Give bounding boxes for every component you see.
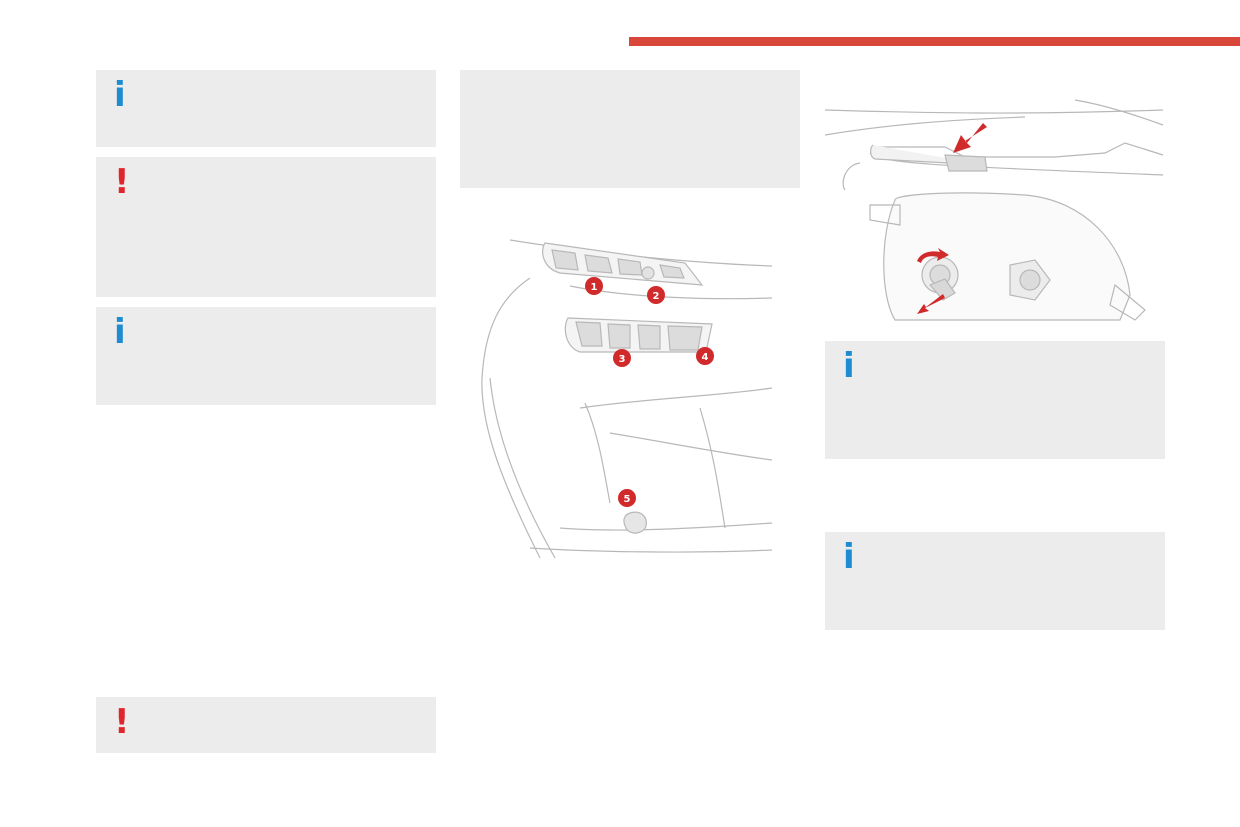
warning-note-2: ! bbox=[96, 697, 436, 753]
info-icon: i bbox=[114, 75, 126, 115]
callout-4: 4 bbox=[696, 347, 714, 365]
warning-icon: ! bbox=[114, 162, 130, 202]
callout-5-label: 5 bbox=[624, 494, 631, 505]
header-accent-bar bbox=[629, 37, 1240, 46]
callout-1: 1 bbox=[585, 277, 603, 295]
callout-3: 3 bbox=[613, 349, 631, 367]
warning-note-1: ! bbox=[96, 157, 436, 297]
callout-3-label: 3 bbox=[619, 354, 626, 365]
info-icon: i bbox=[843, 537, 855, 577]
info-note-2: i bbox=[96, 307, 436, 405]
info-note-4: i bbox=[825, 532, 1165, 630]
info-icon: i bbox=[843, 346, 855, 386]
bulb-replacement-illustration bbox=[825, 99, 1164, 321]
callout-2: 2 bbox=[647, 286, 665, 304]
info-icon: i bbox=[114, 312, 126, 352]
callout-1-label: 1 bbox=[591, 282, 598, 293]
info-note-3: i bbox=[825, 341, 1165, 459]
middle-note-block bbox=[460, 70, 800, 188]
info-note-1: i bbox=[96, 70, 436, 147]
callout-2-label: 2 bbox=[653, 291, 660, 302]
front-lamps-illustration: 1 2 3 4 5 bbox=[481, 239, 773, 559]
warning-icon: ! bbox=[114, 702, 130, 742]
callout-4-label: 4 bbox=[702, 352, 709, 363]
callout-5: 5 bbox=[618, 489, 636, 507]
